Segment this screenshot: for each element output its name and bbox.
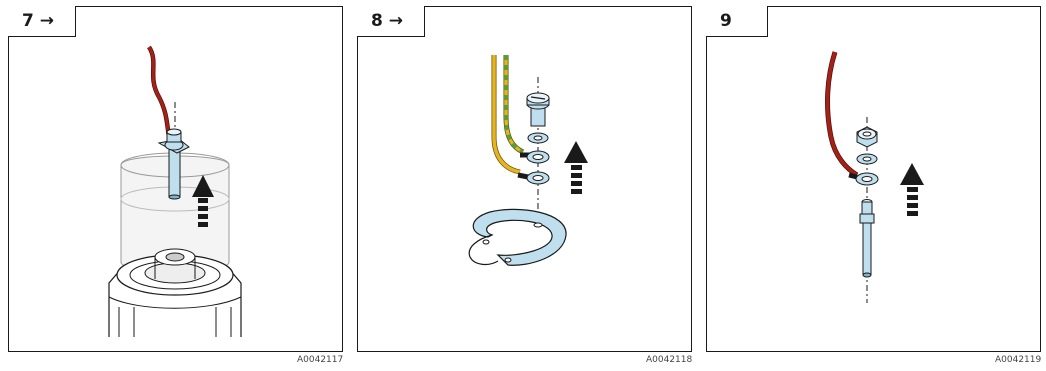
up-arrow-icon: [900, 163, 924, 216]
step-9-illustration: [825, 51, 924, 303]
step-7-illustration: [108, 45, 242, 337]
step-7-panel: 7 →: [8, 6, 343, 352]
step-8-label: 8 →: [357, 6, 425, 37]
step-8-illustration: [468, 55, 588, 266]
figure-code-7: A0042117: [297, 355, 344, 365]
up-arrow-icon: [564, 141, 588, 194]
step-7-label: 7 →: [8, 6, 76, 37]
step-9-panel: 9: [706, 6, 1041, 352]
step-8-panel: 8 →: [357, 6, 692, 352]
up-arrow-icon: [192, 175, 214, 227]
step-9-label: 9: [706, 6, 768, 37]
figure-code-8: A0042118: [646, 355, 693, 365]
figure-code-9: A0042119: [995, 355, 1042, 365]
